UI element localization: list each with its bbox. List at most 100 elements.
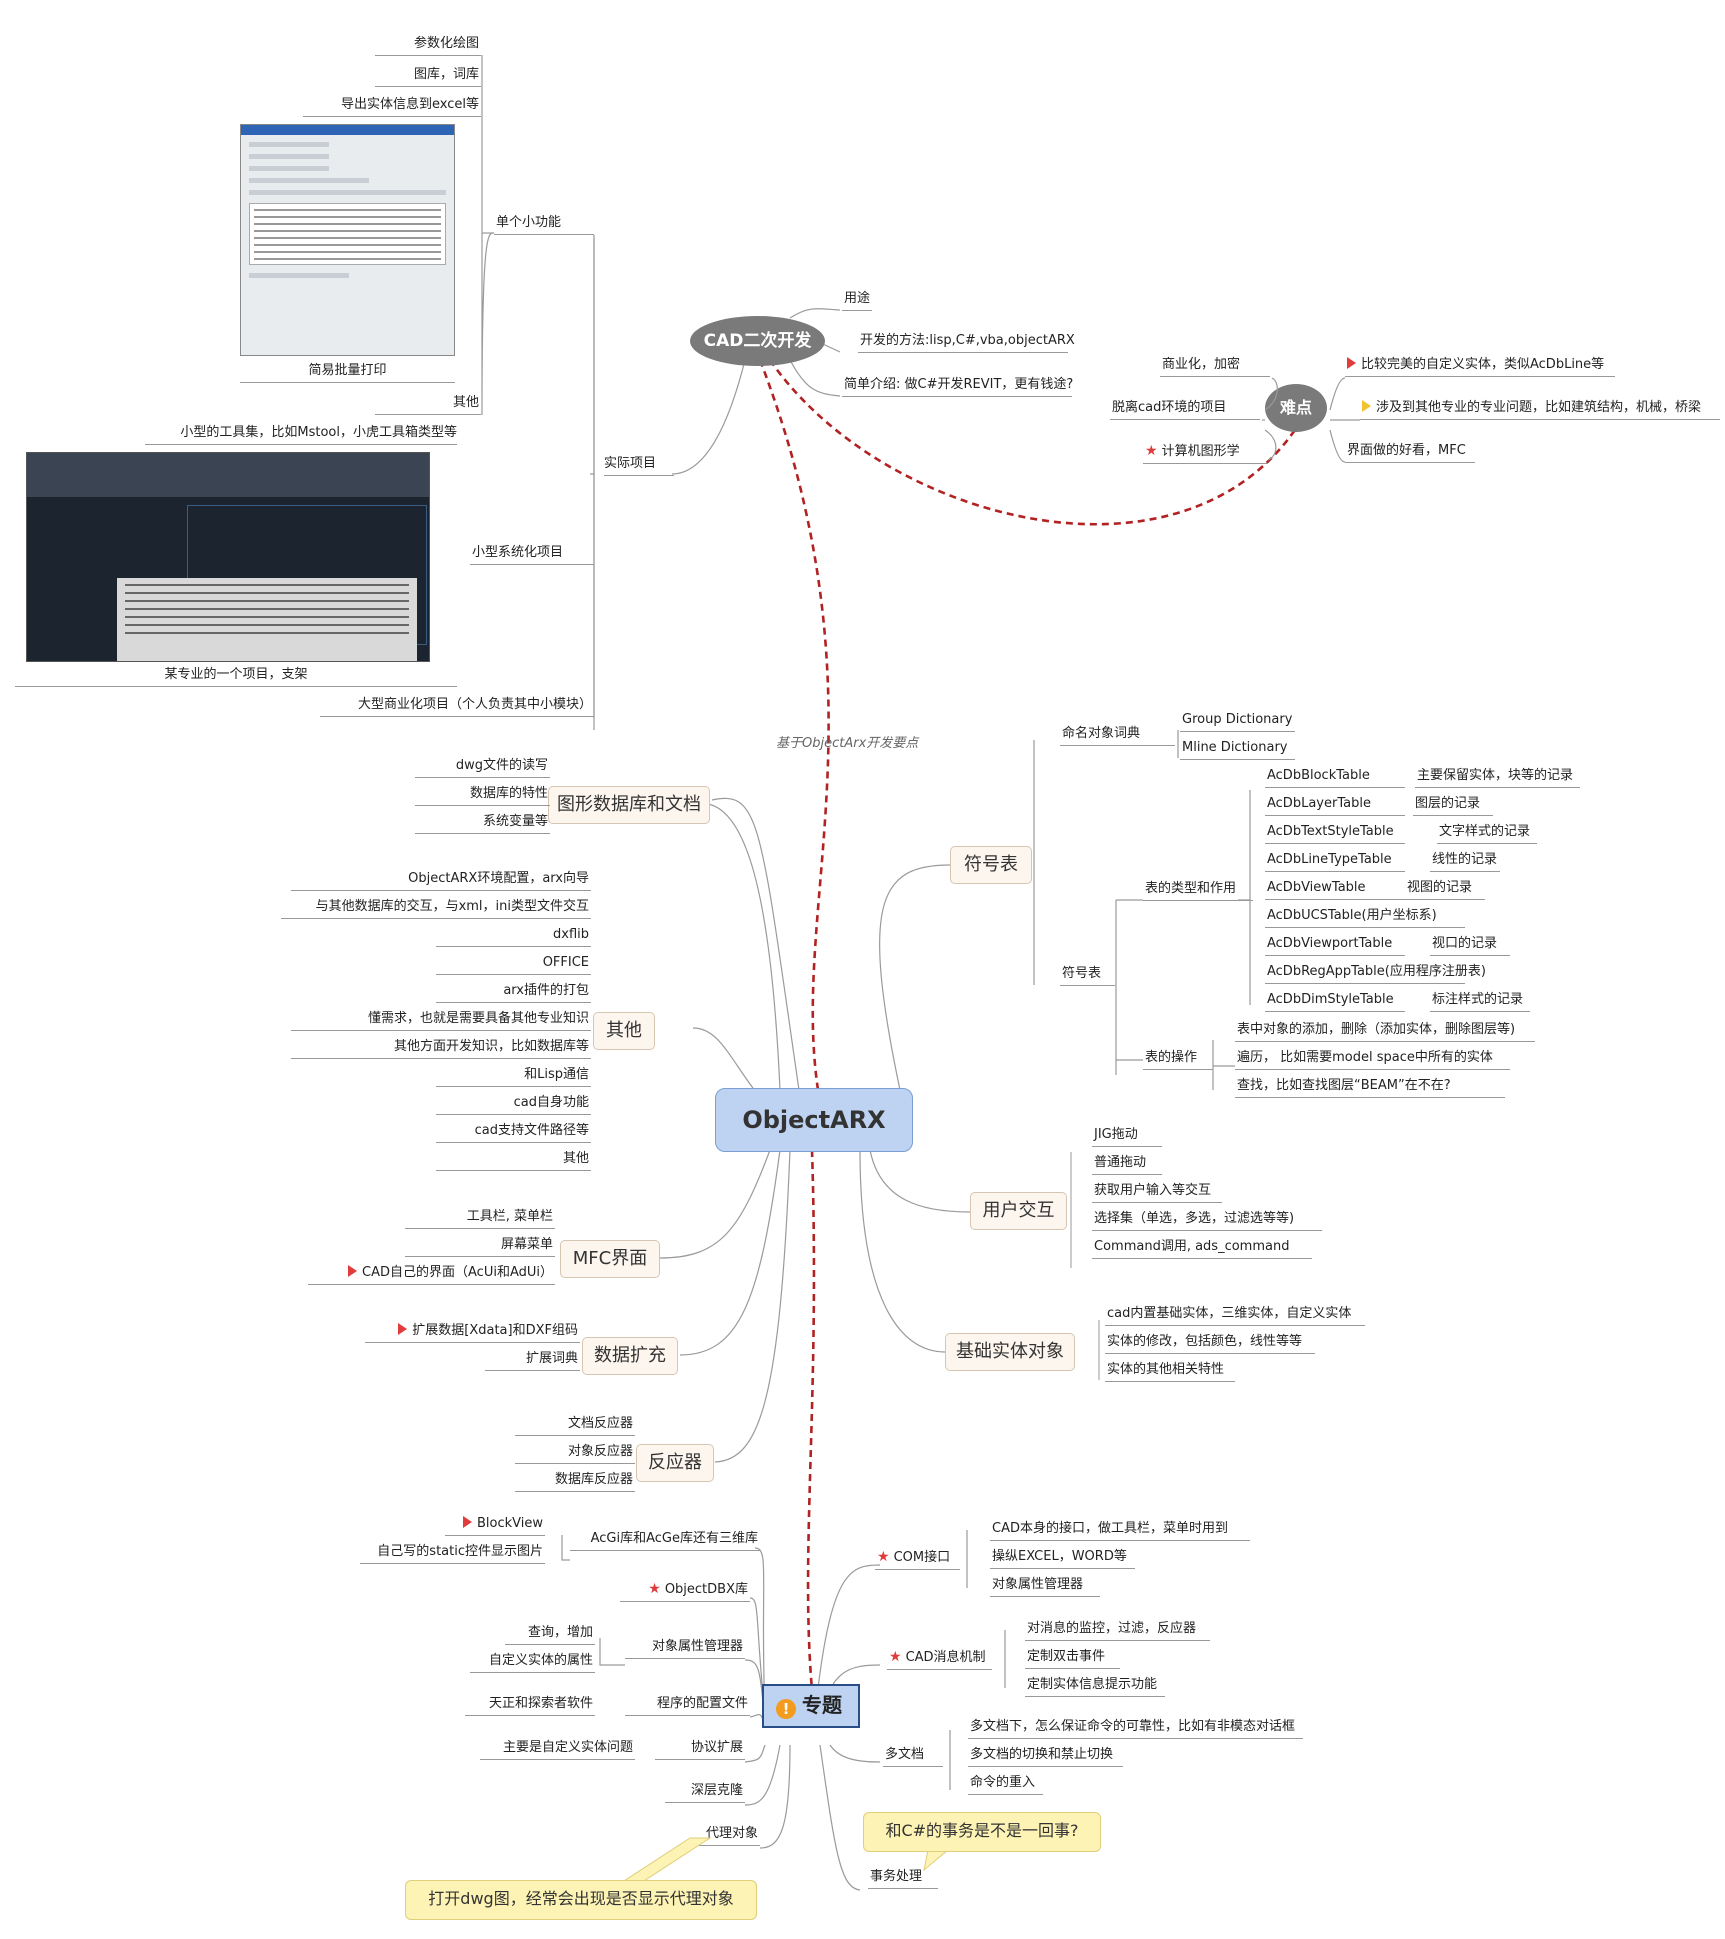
difficulty-item-text: 涉及到其他专业的专业问题，比如建筑结构，机械，桥梁 [1376, 400, 1702, 415]
others-item: 和Lisp通信 [436, 1066, 591, 1087]
table-op-item: 表中对象的添加，删除（添加实体，删除图层等) [1235, 1021, 1535, 1042]
yellow-flag-icon [1362, 400, 1371, 412]
mfc-item-text: CAD自己的界面（AcUi和AdUi） [362, 1265, 553, 1280]
deep-clone-item: 深层克隆 [665, 1782, 745, 1803]
prop-mgr-item: 自定义实体的属性 [470, 1652, 595, 1673]
interaction-item: 选择集（单选，多选，过滤选等等) [1092, 1210, 1322, 1231]
table-op-item: 查找，比如查找图层“BEAM”在不在? [1235, 1077, 1505, 1098]
acgi-item: BlockView [445, 1515, 545, 1536]
msg-item: 定制实体信息提示功能 [1025, 1676, 1165, 1697]
named-dict-item: Mline Dictionary [1180, 739, 1295, 760]
connector [1329, 429, 1346, 463]
symbol-table-node[interactable]: 符号表 [950, 846, 1032, 884]
others-node[interactable]: 其他 [593, 1012, 655, 1050]
cad-dev-branch: 用途 [842, 290, 873, 311]
xdata-item: 扩展数据[Xdata]和DXF组码 [365, 1322, 580, 1343]
topics-right-connectors [966, 1530, 968, 1588]
mdi-item: 命令的重入 [968, 1774, 1043, 1795]
mfc-item: 工具栏, 菜单栏 [405, 1208, 555, 1229]
projects-label: 实际项目 [604, 455, 674, 476]
interaction-item: 获取用户输入等交互 [1092, 1182, 1222, 1203]
interaction-item: 普通拖动 [1092, 1154, 1162, 1175]
profile-item: 天正和探索者软件 [465, 1695, 595, 1716]
star-icon: ★ [877, 1549, 890, 1565]
dashed-arrow-cad-to-arx [758, 359, 830, 1091]
protocol-label: 协议扩展 [655, 1739, 745, 1760]
objectdbx-item: ★ObjectDBX库 [620, 1580, 750, 1602]
cad-project-screenshot [26, 452, 430, 662]
msg-label: ★CAD消息机制 [887, 1648, 992, 1670]
table-type-name: AcDbUCSTable(用户坐标系) [1265, 907, 1465, 928]
connector [744, 1744, 766, 1763]
topics-label: 专题 [802, 1693, 842, 1717]
table-type-name: AcDbTextStyleTable [1265, 823, 1405, 844]
cad-dev-branch: 开发的方法:lisp,C#,vba,objectARX [858, 332, 1075, 353]
difficulty-item-text: 计算机图形学 [1161, 444, 1240, 459]
warning-icon: ! [776, 1699, 796, 1719]
others-item: 懂需求，也就是需要具备其他专业知识 [291, 1010, 591, 1031]
com-item: 操纵EXCEL，WORD等 [990, 1548, 1135, 1569]
proxy-callout: 打开dwg图，经常会出现是否显示代理对象 [405, 1880, 757, 1920]
difficulty-item: 涉及到其他专业的专业问题，比如建筑结构，机械，桥梁 [1360, 399, 1720, 420]
com-item: 对象属性管理器 [990, 1576, 1100, 1597]
red-flag-icon [462, 1516, 472, 1528]
feature-item: 简易批量打印 [240, 362, 455, 383]
topics-node[interactable]: ! 专题 [762, 1684, 860, 1728]
dashed-arrow-cad-to-difficulty [768, 359, 1299, 526]
connector [744, 1744, 781, 1806]
profile-label: 程序的配置文件 [625, 1695, 750, 1716]
star-icon: ★ [648, 1581, 661, 1597]
reactor-item: 文档反应器 [515, 1415, 635, 1436]
mdi-item: 多文档下，怎么保证命令的可靠性，比如有非模态对话框 [968, 1718, 1303, 1739]
reactor-node[interactable]: 反应器 [636, 1444, 714, 1482]
mfc-item: 屏幕菜单 [405, 1236, 555, 1257]
table-type-desc: 视口的记录 [1430, 935, 1510, 956]
connector [1329, 377, 1346, 411]
entity-node[interactable]: 基础实体对象 [945, 1333, 1075, 1371]
mfc-item: CAD自己的界面（AcUi和AdUi） [308, 1264, 555, 1285]
txn-item: 事务处理 [868, 1868, 938, 1889]
xdata-item-text: 扩展数据[Xdata]和DXF组码 [412, 1323, 578, 1338]
connector [714, 1149, 791, 1463]
topics-left-connectors [561, 1535, 625, 1666]
cad-dev-node[interactable]: CAD二次开发 [690, 316, 825, 366]
difficulty-connectors [1262, 377, 1360, 463]
others-item: ObjectARX环境配置，arx向导 [291, 870, 591, 891]
entity-item: 实体的其他相关特性 [1105, 1361, 1235, 1382]
others-item: 与其他数据库的交互，与xml，ini类型文件交互 [281, 898, 591, 919]
small-system-label: 小型系统化项目 [470, 544, 594, 565]
connector [1264, 377, 1278, 411]
xdata-node[interactable]: 数据扩充 [582, 1337, 678, 1375]
table-types-label: 表的类型和作用 [1143, 880, 1253, 901]
prop-mgr-item: 查询，增加 [505, 1624, 595, 1645]
interaction-node[interactable]: 用户交互 [970, 1192, 1067, 1230]
batch-print-dialog-image [240, 124, 455, 356]
center-node-objectarx[interactable]: ObjectARX [715, 1088, 913, 1152]
msg-item: 对消息的监控，过滤，反应器 [1025, 1620, 1210, 1641]
star-icon: ★ [1145, 443, 1158, 459]
mdi-item: 多文档的切换和禁止切换 [968, 1746, 1123, 1767]
dashed-arrow-arx-to-topics [806, 1149, 816, 1691]
entity-item: cad内置基础实体，三维实体，自定义实体 [1105, 1305, 1365, 1326]
connector [692, 1027, 763, 1101]
com-label-text: COM接口 [893, 1550, 951, 1565]
mdi-label: 多文档 [883, 1746, 943, 1767]
table-type-desc: 图层的记录 [1413, 795, 1493, 816]
difficulty-item: ★计算机图形学 [1143, 442, 1268, 464]
connector [869, 1149, 971, 1213]
feature-item: 参数化绘图 [375, 35, 481, 56]
small-features-label: 单个小功能 [494, 214, 594, 235]
difficulty-item: 界面做的好看，MFC [1345, 442, 1475, 463]
difficulty-node[interactable]: 难点 [1265, 384, 1327, 432]
mfc-node[interactable]: MFC界面 [560, 1240, 660, 1278]
entity-connectors [1098, 1320, 1100, 1380]
graphics-db-item: 数据库的特性 [415, 785, 550, 806]
mdi-connectors [949, 1730, 951, 1790]
acgi-item-text: BlockView [476, 1516, 543, 1531]
named-dict-label: 命名对象词典 [1060, 725, 1175, 746]
named-dict-item: Group Dictionary [1180, 711, 1295, 732]
txn-callout: 和C#的事务是不是一回事? [863, 1812, 1101, 1852]
acgi-label: AcGi库和AcGe库还有三维库 [570, 1530, 760, 1551]
graphics-db-node[interactable]: 图形数据库和文档 [548, 786, 710, 824]
graphics-db-item: 系统变量等 [415, 813, 550, 834]
